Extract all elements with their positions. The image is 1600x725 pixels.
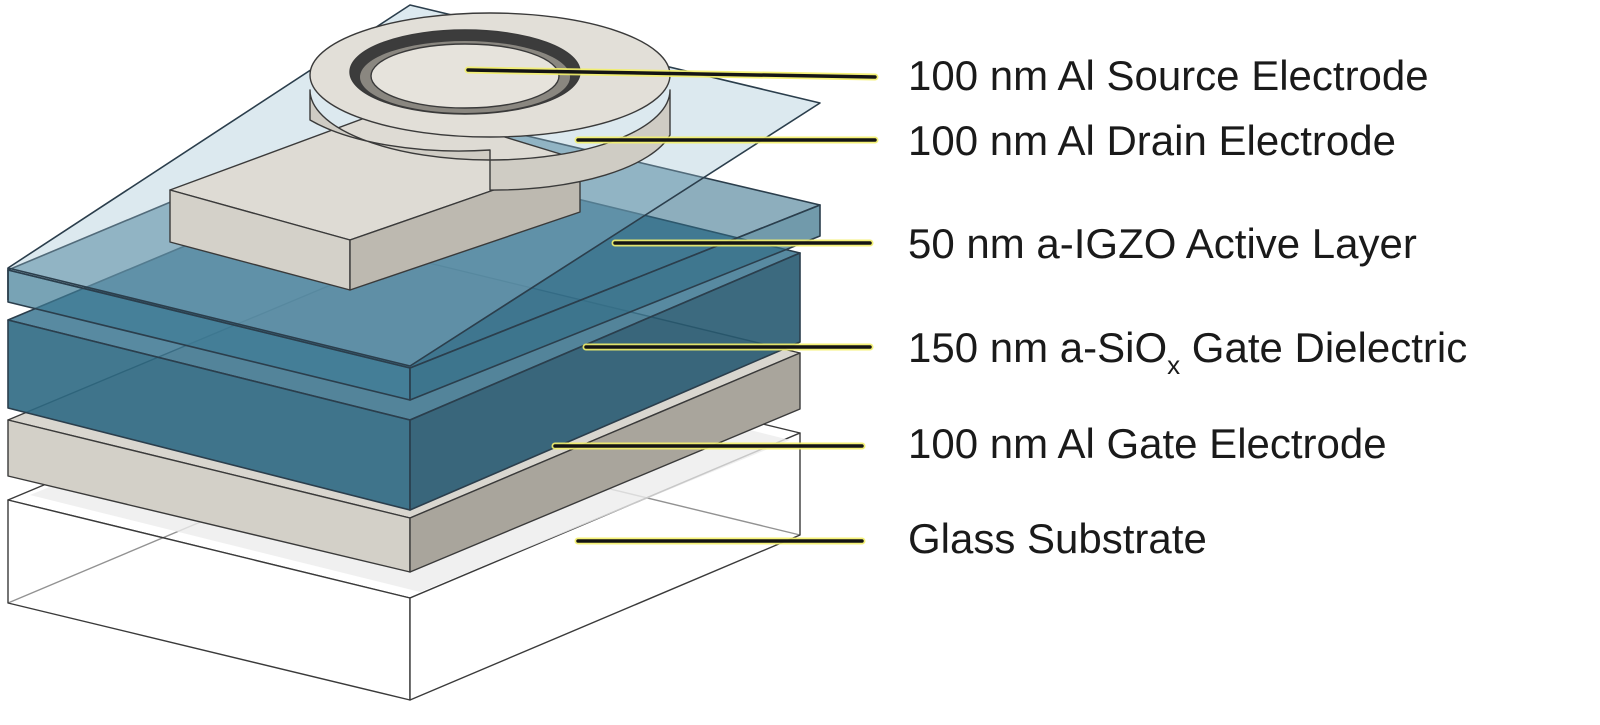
label-glass-substrate: Glass Substrate bbox=[908, 515, 1207, 562]
label-gate-dielectric: 150 nm a-SiOx Gate Dielectric bbox=[908, 324, 1467, 380]
label-gate-dielectric-suffix: Gate Dielectric bbox=[1180, 324, 1467, 371]
label-source-electrode: 100 nm Al Source Electrode bbox=[908, 52, 1429, 99]
label-gate-electrode: 100 nm Al Gate Electrode bbox=[908, 420, 1387, 467]
label-drain-electrode: 100 nm Al Drain Electrode bbox=[908, 117, 1396, 164]
source-electrode-disc bbox=[370, 43, 560, 109]
label-gate-dielectric-prefix: 150 nm a-SiO bbox=[908, 324, 1167, 371]
label-igzo-active-layer: 50 nm a-IGZO Active Layer bbox=[908, 220, 1417, 267]
layer-labels: 100 nm Al Source Electrode 100 nm Al Dra… bbox=[908, 52, 1467, 562]
leader-lines bbox=[464, 66, 879, 545]
label-gate-dielectric-subscript: x bbox=[1167, 350, 1180, 380]
